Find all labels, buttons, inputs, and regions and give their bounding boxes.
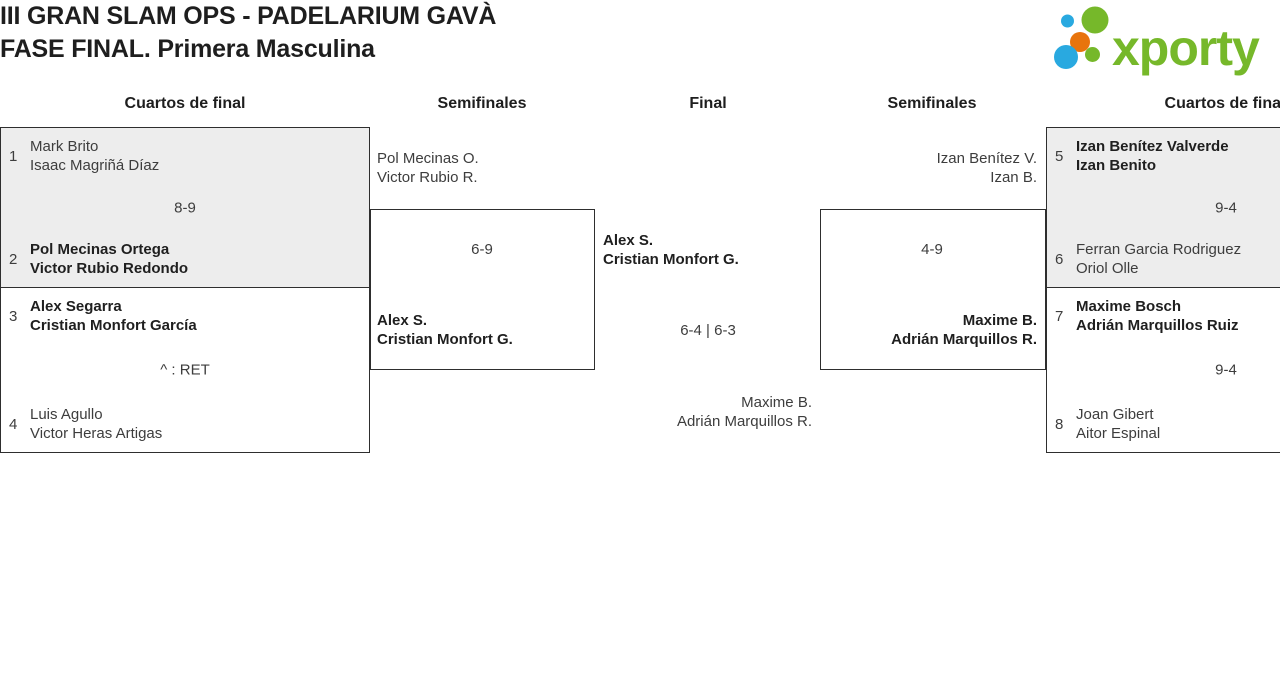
seed-number: 2 [9, 250, 18, 268]
round-header-semifinals-right: Semifinales [887, 95, 977, 112]
player-name: Maxime B. [741, 394, 812, 411]
player-name: Maxime Bosch [1076, 298, 1182, 315]
team-players: Joan Gibert Aitor Espinal [1076, 405, 1280, 443]
logo-wordmark: xporty [1112, 20, 1260, 76]
final-score: 6-4 | 6-3 [680, 322, 736, 339]
seed-number: 3 [9, 307, 18, 325]
player-name: Alex S. [377, 312, 428, 329]
sf-left-team-top: Pol Mecinas O. Victor Rubio R. [377, 149, 479, 187]
team-entry: 4 Luis Agullo Victor Heras Artigas [9, 405, 361, 443]
sf-left-score: 6-9 [471, 241, 493, 258]
player-name: Luis Agullo [30, 406, 103, 423]
round-header-semifinals-left: Semifinales [437, 95, 527, 112]
player-name: Pol Mecinas Ortega [30, 241, 170, 258]
player-name: Oriol Olle [1076, 260, 1139, 277]
xporty-logo[interactable]: xporty [1046, 2, 1280, 78]
round-header-final: Final [689, 95, 727, 112]
final-team-top: Alex S. Cristian Monfort G. [603, 231, 739, 269]
match-quarterfinal-1[interactable]: 1 Mark Brito Isaac Magriñá Díaz 8-9 2 Po… [0, 127, 370, 288]
sf-left-team-bottom: Alex S. Cristian Monfort G. [377, 311, 513, 349]
sf-right-team-bottom: Maxime B. Adrián Marquillos R. [891, 311, 1037, 349]
team-entry: 5 Izan Benítez Valverde Izan Benito [1055, 137, 1280, 175]
final-team-bottom: Maxime B. Adrián Marquillos R. [677, 393, 812, 431]
player-name: Victor Rubio R. [377, 169, 478, 186]
player-name: Cristian Monfort G. [377, 331, 513, 348]
match-score: 9-4 [1215, 199, 1237, 216]
team-players: Pol Mecinas Ortega Victor Rubio Redondo [30, 240, 361, 278]
player-name: Mark Brito [30, 138, 99, 155]
round-header-quarterfinals-right: Cuartos de final [1164, 95, 1280, 112]
player-name: Ferran Garcia Rodriguez [1076, 241, 1242, 258]
match-quarterfinal-4[interactable]: 7 Maxime Bosch Adrián Marquillos Ruiz 9-… [1046, 287, 1280, 453]
team-players: Ferran Garcia Rodriguez Oriol Olle [1076, 240, 1280, 278]
logo-dot-green-large [1081, 6, 1109, 34]
team-entry: 2 Pol Mecinas Ortega Victor Rubio Redond… [9, 240, 361, 278]
team-players: Luis Agullo Victor Heras Artigas [30, 405, 361, 443]
team-entry: 8 Joan Gibert Aitor Espinal [1055, 405, 1280, 443]
player-name: Izan Benítez V. [936, 150, 1037, 167]
sf-right-team-top: Izan Benítez V. Izan B. [937, 149, 1037, 187]
player-name: Izan Benito [1076, 157, 1157, 174]
round-header-quarterfinals-left: Cuartos de final [124, 95, 246, 112]
logo-dot-blue-small [1061, 14, 1074, 28]
seed-number: 8 [1055, 415, 1064, 433]
player-name: Adrián Marquillos Ruiz [1076, 317, 1239, 334]
team-players: Izan Benítez Valverde Izan Benito [1076, 137, 1280, 175]
tournament-subtitle: FASE FINAL. Primera Masculina [0, 35, 375, 63]
seed-number: 5 [1055, 147, 1064, 165]
player-name: Alex S. [603, 232, 654, 249]
tournament-title: III GRAN SLAM OPS - PADELARIUM GAVÀ [0, 2, 497, 30]
seed-number: 1 [9, 147, 18, 165]
player-name: Adrián Marquillos R. [891, 331, 1037, 348]
match-score: 9-4 [1215, 361, 1237, 379]
logo-dot-green-small [1085, 47, 1100, 62]
sf-right-score: 4-9 [921, 241, 943, 258]
player-name: Izan B. [990, 169, 1037, 186]
team-players: Mark Brito Isaac Magriñá Díaz [30, 137, 361, 175]
team-entry: 1 Mark Brito Isaac Magriñá Díaz [9, 137, 361, 175]
match-score: 8-9 [174, 199, 196, 216]
logo-dot-orange [1070, 32, 1090, 52]
match-semifinal-left[interactable] [370, 209, 595, 370]
player-name: Isaac Magriñá Díaz [30, 157, 160, 174]
player-name: Pol Mecinas O. [377, 150, 479, 167]
player-name: Izan Benítez Valverde [1076, 138, 1229, 155]
match-quarterfinal-2[interactable]: 3 Alex Segarra Cristian Monfort García ^… [0, 287, 370, 453]
team-players: Maxime Bosch Adrián Marquillos Ruiz [1076, 297, 1280, 335]
logo-dot-blue-large [1054, 45, 1078, 69]
player-name: Adrián Marquillos R. [676, 413, 812, 430]
match-quarterfinal-3[interactable]: 5 Izan Benítez Valverde Izan Benito 9-4 … [1046, 127, 1280, 288]
player-name: Cristian Monfort G. [603, 251, 739, 268]
player-name: Joan Gibert [1076, 406, 1154, 423]
match-score: ^ : RET [160, 361, 210, 379]
team-entry: 6 Ferran Garcia Rodriguez Oriol Olle [1055, 240, 1280, 278]
player-name: Aitor Espinal [1076, 425, 1161, 442]
team-players: Alex Segarra Cristian Monfort García [30, 297, 361, 335]
match-semifinal-right[interactable] [820, 209, 1046, 370]
seed-number: 7 [1055, 307, 1064, 325]
seed-number: 6 [1055, 250, 1064, 268]
seed-number: 4 [9, 415, 18, 433]
player-name: Victor Heras Artigas [30, 425, 163, 442]
player-name: Alex Segarra [30, 298, 122, 315]
player-name: Cristian Monfort García [30, 317, 197, 334]
player-name: Maxime B. [962, 312, 1037, 329]
team-entry: 7 Maxime Bosch Adrián Marquillos Ruiz [1055, 297, 1280, 335]
page-title: III GRAN SLAM OPS - PADELARIUM GAVÀ FASE… [0, 0, 496, 66]
team-entry: 3 Alex Segarra Cristian Monfort García [9, 297, 361, 335]
player-name: Victor Rubio Redondo [30, 260, 189, 277]
